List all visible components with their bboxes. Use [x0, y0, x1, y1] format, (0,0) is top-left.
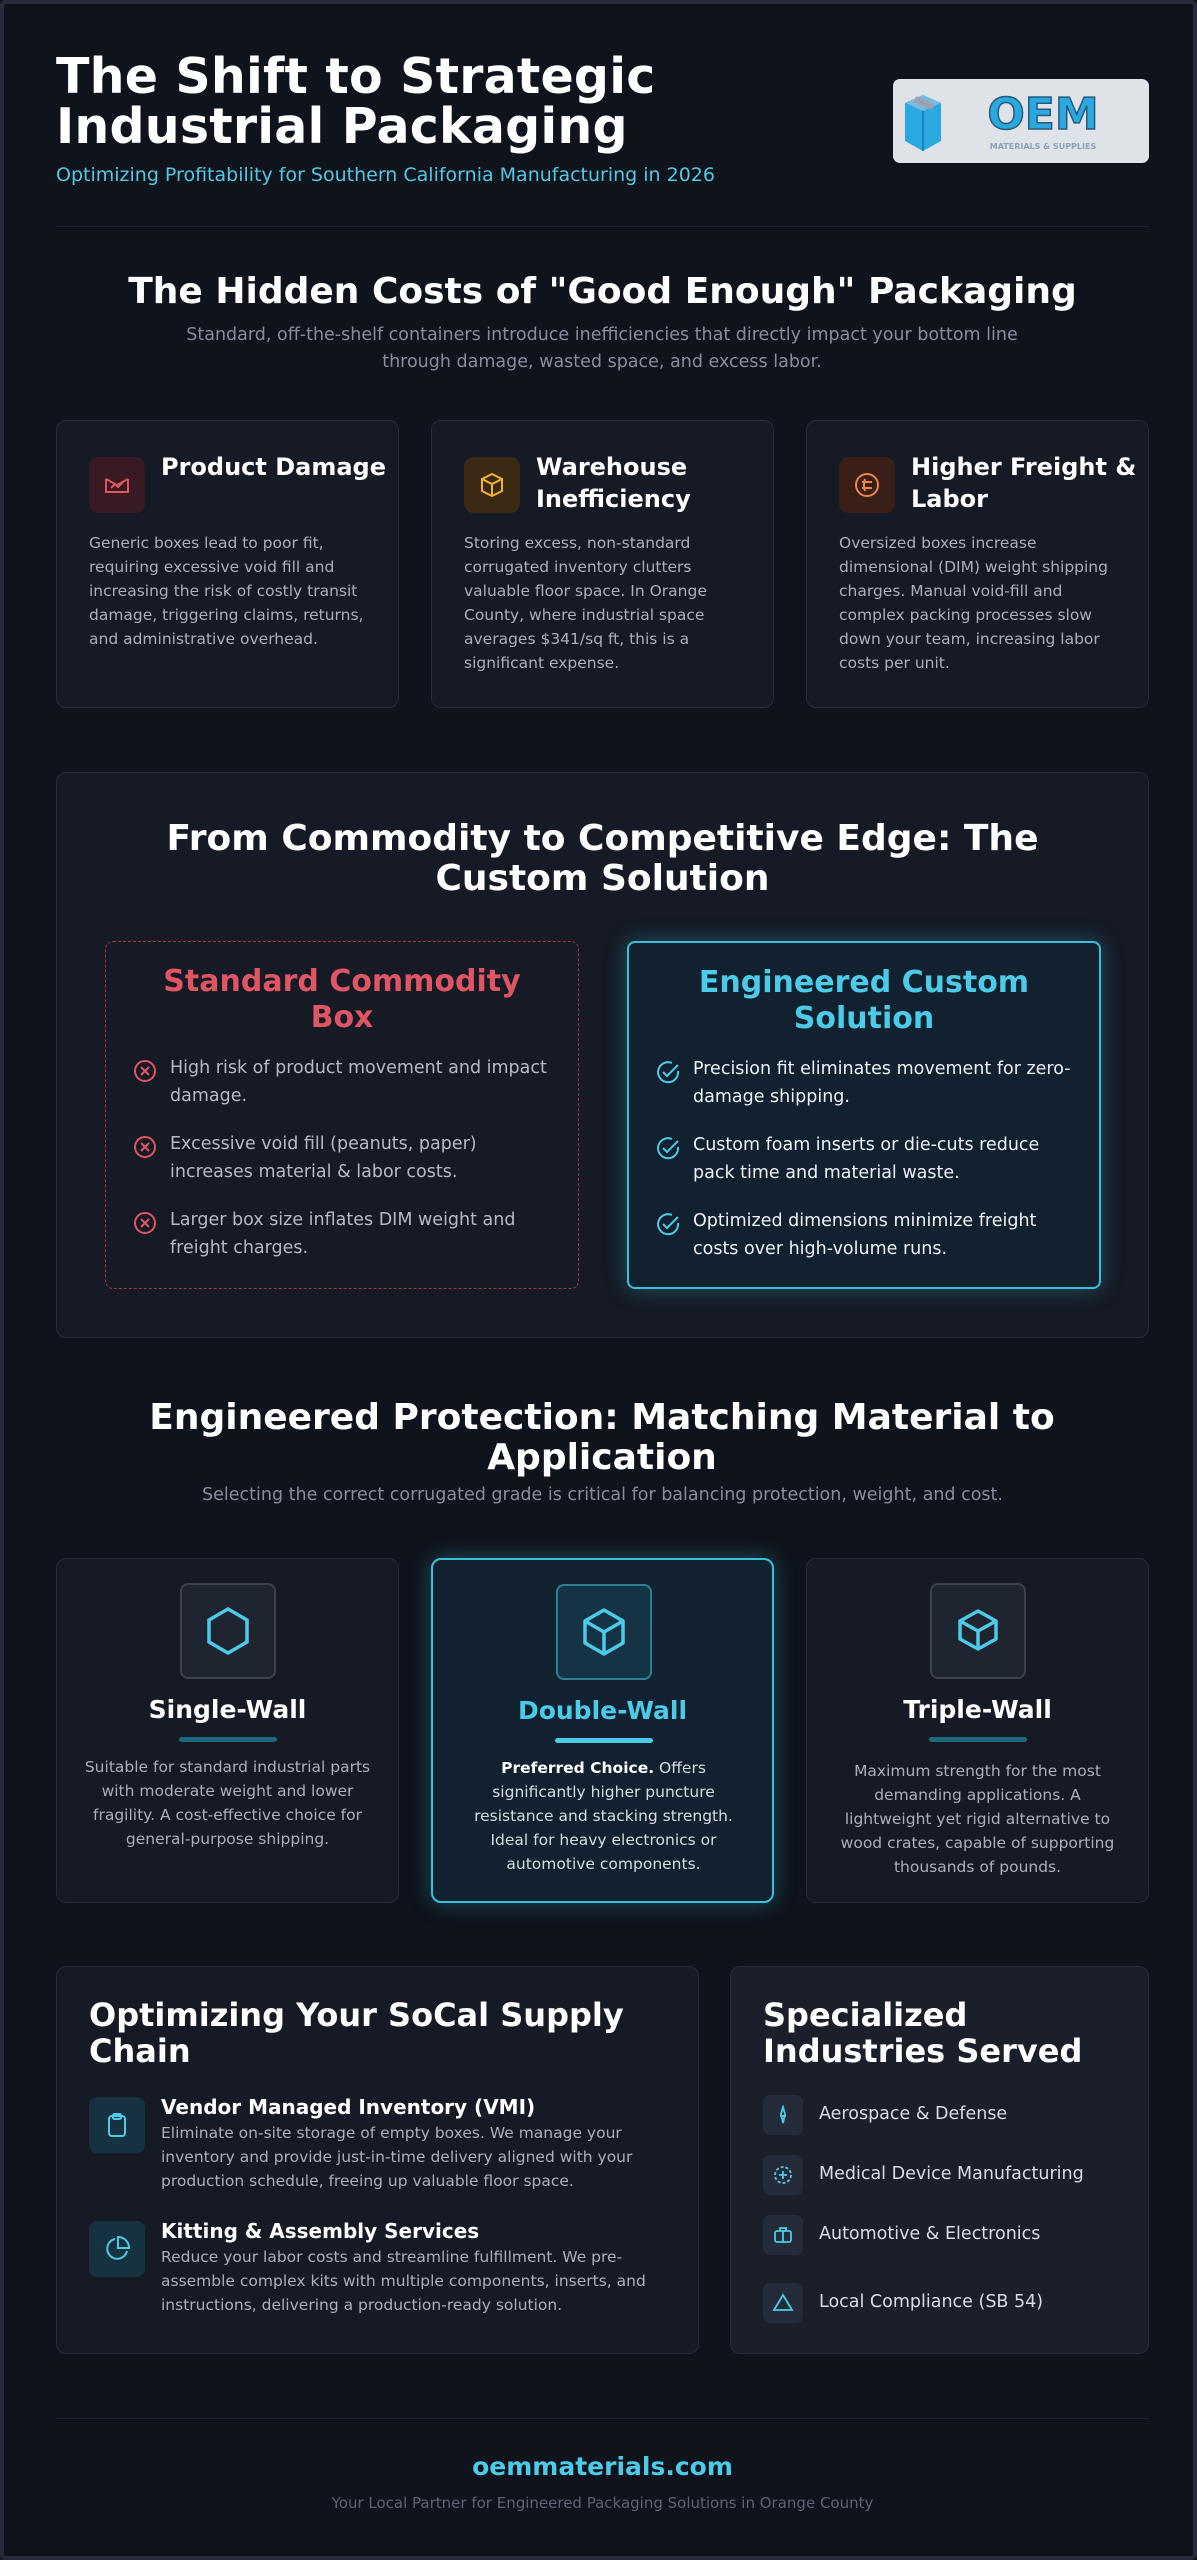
- material-card-single-wall: Single-Wall Suitable for standard indust…: [56, 1558, 399, 1903]
- industries-card: Specialized Industries Served Aerospace …: [730, 1966, 1149, 2354]
- supply-chain-heading: Optimizing Your SoCal Supply Chain: [89, 1996, 624, 2070]
- standard-box-column: Standard Commodity Box High risk of prod…: [105, 941, 579, 1289]
- standard-item-text: High risk of product movement and impact…: [170, 1058, 547, 1106]
- standard-item: High risk of product movement and impact…: [132, 1054, 552, 1114]
- industries-heading: Specialized Industries Served: [763, 1996, 1083, 2070]
- standard-item-text: Larger box size inflates DIM weight and …: [170, 1210, 516, 1258]
- material-text: Preferred Choice. Offers significantly h…: [455, 1756, 752, 1876]
- cost-card-text: Oversized boxes increase dimensional (DI…: [839, 534, 1108, 672]
- footer-divider: [56, 2418, 1149, 2419]
- industry-label: Local Compliance (SB 54): [819, 2292, 1044, 2312]
- industry-label: Automotive & Electronics: [819, 2224, 1041, 2244]
- custom-item-text: Precision fit eliminates movement for ze…: [693, 1059, 1071, 1107]
- material-text-body: Suitable for standard industrial parts w…: [84, 1758, 371, 1848]
- rocket-icon: [763, 2095, 803, 2135]
- medical-badge-icon: [763, 2155, 803, 2195]
- cost-card-text: Storing excess, non-standard corrugated …: [464, 534, 707, 672]
- check-circle-icon: [657, 1061, 680, 1084]
- oem-logo: OEM MATERIALS & SUPPLIES: [893, 79, 1149, 163]
- triangle-icon: [763, 2283, 803, 2323]
- industry-item-medical: Medical Device Manufacturing: [763, 2155, 1123, 2195]
- material-divider: [179, 1737, 277, 1742]
- check-circle-icon: [657, 1137, 680, 1160]
- pie-chart-icon: [89, 2221, 145, 2277]
- industry-item-aerospace: Aerospace & Defense: [763, 2095, 1123, 2135]
- material-text: Maximum strength for the most demanding …: [829, 1759, 1126, 1879]
- hidden-costs-heading: The Hidden Costs of "Good Enough" Packag…: [128, 271, 1077, 312]
- custom-solution-column: Engineered Custom Solution Precision fit…: [627, 941, 1101, 1289]
- comparison-heading: From Commodity to Competitive Edge: The …: [57, 819, 1148, 899]
- comparison-heading-text: From Commodity to Competitive Edge: The …: [166, 818, 1039, 899]
- cost-card-warehouse: Warehouse Inefficiency Storing excess, n…: [431, 420, 774, 708]
- supply-chain-item-title: Vendor Managed Inventory (VMI): [161, 2095, 536, 2119]
- hidden-costs-section: The Hidden Costs of "Good Enough" Packag…: [56, 272, 1149, 376]
- supply-chain-item-text: Eliminate on-site storage of empty boxes…: [161, 2124, 633, 2190]
- industry-item-compliance: Local Compliance (SB 54): [763, 2283, 1123, 2323]
- materials-intro: Selecting the correct corrugated grade i…: [202, 1485, 1003, 1505]
- header-divider: [56, 226, 1149, 227]
- page-header: The Shift to Strategic Industrial Packag…: [56, 52, 1149, 192]
- standard-box-title-text: Standard Commodity Box: [163, 964, 521, 1035]
- industry-label: Aerospace & Defense: [819, 2104, 1008, 2124]
- comparison-panel: From Commodity to Competitive Edge: The …: [56, 772, 1149, 1338]
- material-text: Suitable for standard industrial parts w…: [79, 1755, 376, 1851]
- custom-solution-title-text: Engineered Custom Solution: [698, 965, 1030, 1036]
- material-divider: [929, 1737, 1027, 1742]
- logo-wordmark: OEM: [987, 89, 1098, 140]
- material-text-body: Maximum strength for the most demanding …: [840, 1762, 1115, 1876]
- clipboard-icon: [89, 2097, 145, 2153]
- supply-chain-item-text: Reduce your labor costs and streamline f…: [161, 2248, 646, 2314]
- materials-section: Engineered Protection: Matching Material…: [56, 1398, 1149, 1509]
- stacked-layers-icon: [930, 1583, 1026, 1679]
- page-title: The Shift to Strategic Industrial Packag…: [56, 48, 656, 155]
- material-title: Triple-Wall: [903, 1695, 1052, 1724]
- custom-solution-title: Engineered Custom Solution: [629, 965, 1099, 1037]
- custom-item-text: Optimized dimensions minimize freight co…: [693, 1211, 1037, 1259]
- custom-item-text: Custom foam inserts or die-cuts reduce p…: [693, 1135, 1040, 1183]
- box-icon: [464, 457, 520, 513]
- custom-item: Optimized dimensions minimize freight co…: [655, 1207, 1075, 1267]
- cost-card-product-damage: Product Damage Generic boxes lead to poo…: [56, 420, 399, 708]
- standard-item: Excessive void fill (peanuts, paper) inc…: [132, 1130, 552, 1190]
- box-icon: [556, 1584, 652, 1680]
- broken-package-icon: [89, 457, 145, 513]
- x-circle-icon: [134, 1060, 156, 1082]
- material-title: Single-Wall: [148, 1695, 307, 1724]
- check-circle-icon: [657, 1213, 680, 1236]
- page-subtitle: Optimizing Profitability for Southern Ca…: [56, 164, 715, 186]
- cost-card-title: Product Damage: [161, 453, 387, 481]
- supply-chain-card: Optimizing Your SoCal Supply Chain Vendo…: [56, 1966, 699, 2354]
- briefcase-icon: [763, 2215, 803, 2255]
- cost-card-title: Higher Freight & Labor: [911, 453, 1137, 513]
- coin-icon: [839, 457, 895, 513]
- footer-tagline: Your Local Partner for Engineered Packag…: [331, 2494, 874, 2512]
- cost-card-text: Generic boxes lead to poor fit, requirin…: [89, 534, 364, 648]
- industry-item-automotive: Automotive & Electronics: [763, 2215, 1123, 2255]
- custom-item: Precision fit eliminates movement for ze…: [655, 1055, 1075, 1115]
- standard-item-text: Excessive void fill (peanuts, paper) inc…: [170, 1134, 477, 1182]
- standard-box-title: Standard Commodity Box: [106, 964, 578, 1036]
- material-card-triple-wall: Triple-Wall Maximum strength for the mos…: [806, 1558, 1149, 1903]
- cost-card-freight: Higher Freight & Labor Oversized boxes i…: [806, 420, 1149, 708]
- x-circle-icon: [134, 1212, 156, 1234]
- x-circle-icon: [134, 1136, 156, 1158]
- website-link[interactable]: oemmaterials.com: [472, 2452, 733, 2481]
- material-divider: [555, 1738, 653, 1743]
- materials-heading: Engineered Protection: Matching Material…: [149, 1397, 1055, 1478]
- hidden-costs-intro: Standard, off-the-shelf containers intro…: [186, 325, 1018, 372]
- preferred-choice-label: Preferred Choice.: [501, 1759, 655, 1777]
- cost-card-title: Warehouse Inefficiency: [536, 453, 691, 513]
- custom-item: Custom foam inserts or die-cuts reduce p…: [655, 1131, 1075, 1191]
- material-text-body: Offers significantly higher puncture res…: [474, 1759, 733, 1873]
- supply-chain-item-title: Kitting & Assembly Services: [161, 2219, 480, 2243]
- material-title: Double-Wall: [517, 1696, 688, 1725]
- industry-label: Medical Device Manufacturing: [819, 2164, 1084, 2184]
- material-card-double-wall: Double-Wall Preferred Choice. Offers sig…: [431, 1558, 774, 1903]
- logo-tagline: MATERIALS & SUPPLIES: [990, 142, 1097, 151]
- logo-graphic: OEM MATERIALS & SUPPLIES: [905, 88, 1099, 151]
- standard-item: Larger box size inflates DIM weight and …: [132, 1206, 552, 1266]
- hexagon-icon: [180, 1583, 276, 1679]
